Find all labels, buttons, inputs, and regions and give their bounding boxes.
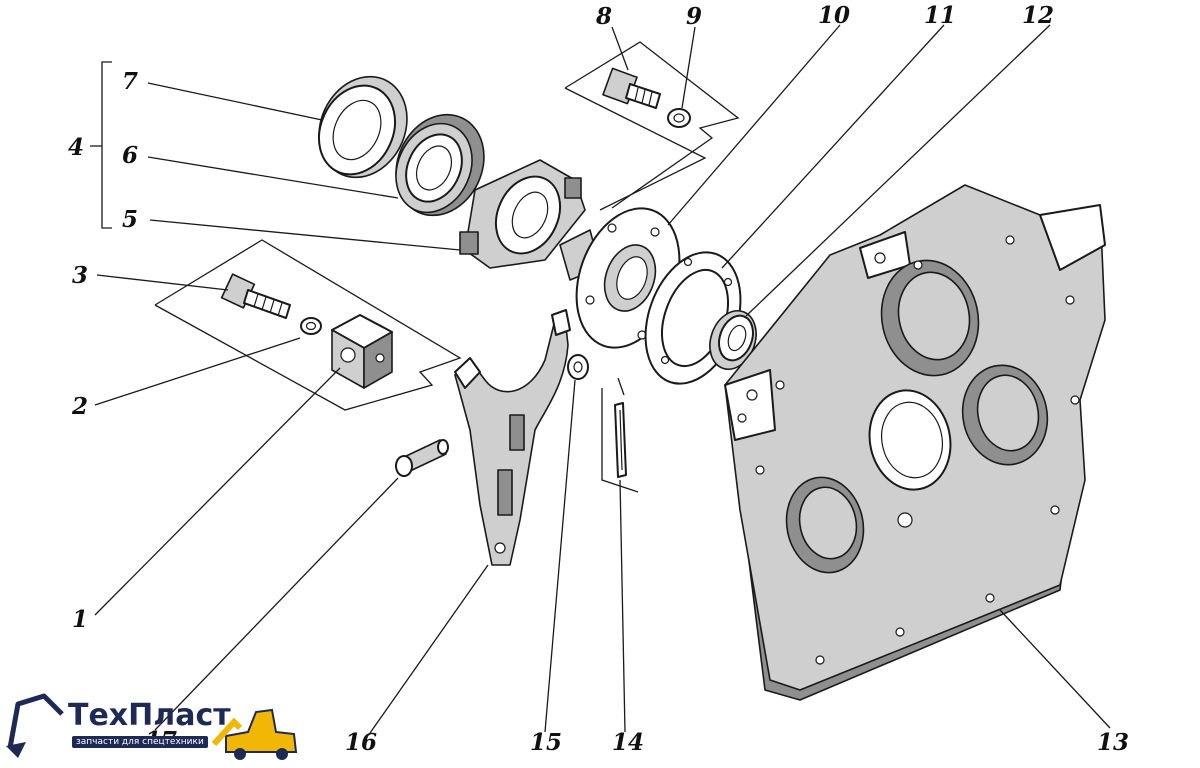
callout-11: 11	[924, 2, 956, 29]
part-16-shift-fork	[454, 309, 571, 566]
callout-2: 2	[71, 393, 88, 420]
leader-lines	[94, 24, 1111, 734]
part-12-small-seal	[709, 310, 757, 370]
part-9-washer	[667, 108, 691, 128]
callout-8: 8	[595, 3, 612, 30]
part-8-bolt	[602, 67, 661, 109]
callout-16: 16	[345, 729, 377, 756]
part-14-cotter-pin	[601, 377, 639, 493]
part-13-housing-plate	[724, 184, 1106, 701]
callout-15: 15	[530, 729, 562, 756]
callout-9: 9	[686, 3, 702, 30]
part-15-washer	[567, 354, 589, 380]
excavator-logo-icon	[6, 693, 298, 760]
callout-7: 7	[122, 68, 138, 95]
part-5-housing	[459, 159, 586, 269]
callout-12: 12	[1022, 2, 1054, 29]
callout-14: 14	[612, 729, 644, 756]
techplast-logo: ТехПласт запчасти для спецтехники	[4, 684, 304, 764]
part-3-bolt	[220, 273, 291, 319]
callout-13: 13	[1097, 729, 1129, 756]
part-6-bearing	[395, 113, 485, 217]
logo-tagline: запчасти для спецтехники	[72, 736, 208, 748]
part-17-pin	[395, 439, 449, 477]
group-box-1-2-3	[154, 239, 462, 411]
callout-3: 3	[72, 262, 88, 289]
logo-wordmark: ТехПласт	[68, 698, 231, 733]
part-2-washer	[300, 317, 322, 335]
callout-numbers: 1 2 3 4 5 6 7 8 9 10 11 12 13 14 15 16 1…	[68, 2, 1129, 756]
callout-6: 6	[122, 142, 138, 169]
part-7-seal	[318, 75, 408, 179]
bracket-group-4	[90, 61, 112, 229]
part-1-block	[331, 314, 393, 389]
callout-4: 4	[68, 134, 84, 161]
callout-10: 10	[818, 2, 850, 29]
group-box-8-9	[564, 41, 740, 211]
callout-1: 1	[72, 606, 88, 633]
callout-5: 5	[122, 206, 138, 233]
